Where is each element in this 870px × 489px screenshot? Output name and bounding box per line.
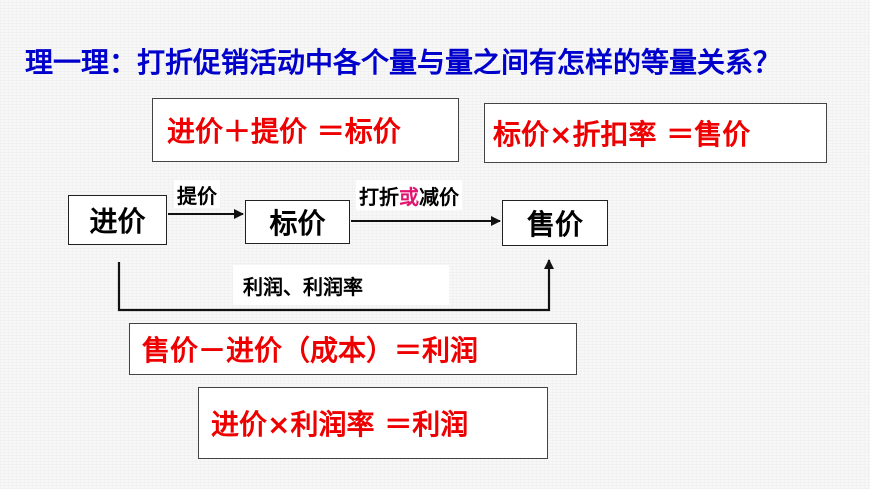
node-cost: 进价: [68, 195, 167, 245]
question-text: 理一理：打折促销活动中各个量与量之间有怎样的等量关系？: [25, 46, 782, 79]
formula-box-margin: 进价×利润率 ＝利润: [198, 387, 548, 459]
formula-profit-text: 售价－进价（成本）＝利润: [142, 334, 479, 367]
formula-discount-text: 标价×折扣率 ＝售价: [493, 118, 751, 151]
node-sale-price: 售价: [502, 200, 608, 246]
label-discount-part1: 打折: [359, 184, 399, 209]
node-list-price: 标价: [245, 200, 350, 244]
formula-box-markup: 进价＋提价 ＝标价: [152, 98, 459, 162]
label-markup: 提价: [174, 180, 220, 208]
label-profit: 利润、利润率: [233, 265, 449, 305]
label-discount: 打折或减价: [356, 180, 462, 210]
label-discount-part2: 减价: [419, 184, 459, 209]
formula-box-profit: 售价－进价（成本）＝利润: [129, 323, 577, 375]
label-discount-or: 或: [399, 184, 419, 209]
formula-margin-text: 进价×利润率 ＝利润: [211, 408, 469, 441]
arrow-profit-loop: [117, 259, 554, 312]
formula-markup-text: 进价＋提价 ＝标价: [167, 115, 401, 148]
formula-box-discount: 标价×折扣率 ＝售价: [484, 103, 827, 163]
